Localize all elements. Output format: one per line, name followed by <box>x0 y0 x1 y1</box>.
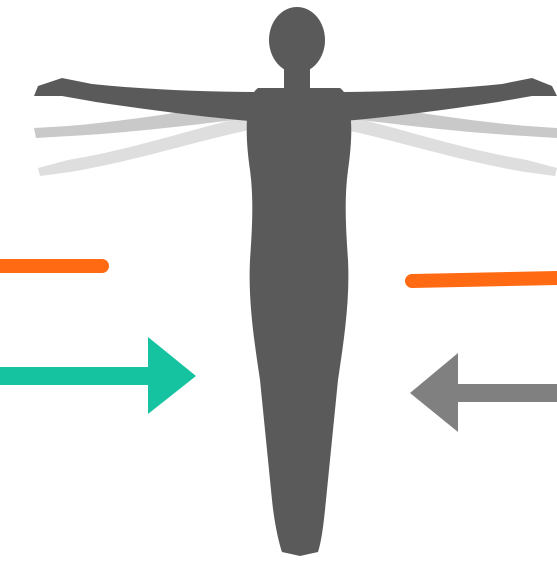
torso-and-legs <box>247 88 352 556</box>
neck <box>284 66 310 90</box>
right-force-bar <box>412 278 557 281</box>
arrow-left-icon <box>410 353 557 432</box>
arrow-right-icon <box>0 337 196 414</box>
left-arm <box>34 78 262 122</box>
right-arm <box>332 78 557 122</box>
head <box>269 7 325 73</box>
